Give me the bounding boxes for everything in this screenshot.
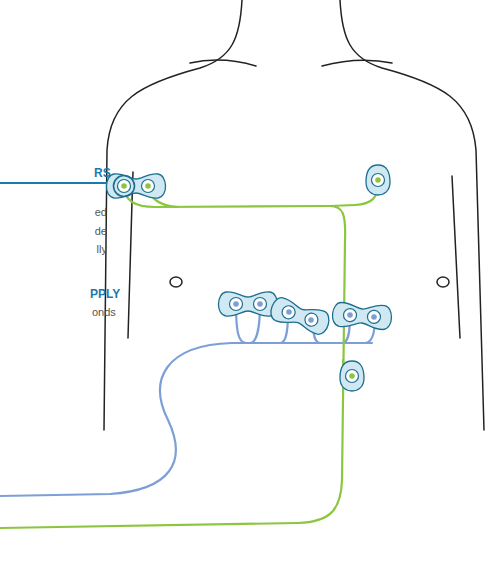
- callout-text: onds: [92, 306, 116, 319]
- torso-outline: [104, 0, 484, 430]
- leader-line: [0, 182, 113, 184]
- callout-heading: RS: [94, 166, 111, 180]
- limb-lead-wires: [0, 182, 378, 528]
- callout-text: de: [95, 225, 107, 238]
- electrode-pads: [106, 165, 392, 391]
- callout-text: ed: [95, 206, 107, 219]
- callout-heading: PPLY: [90, 287, 120, 301]
- callout-text: lly: [97, 243, 107, 256]
